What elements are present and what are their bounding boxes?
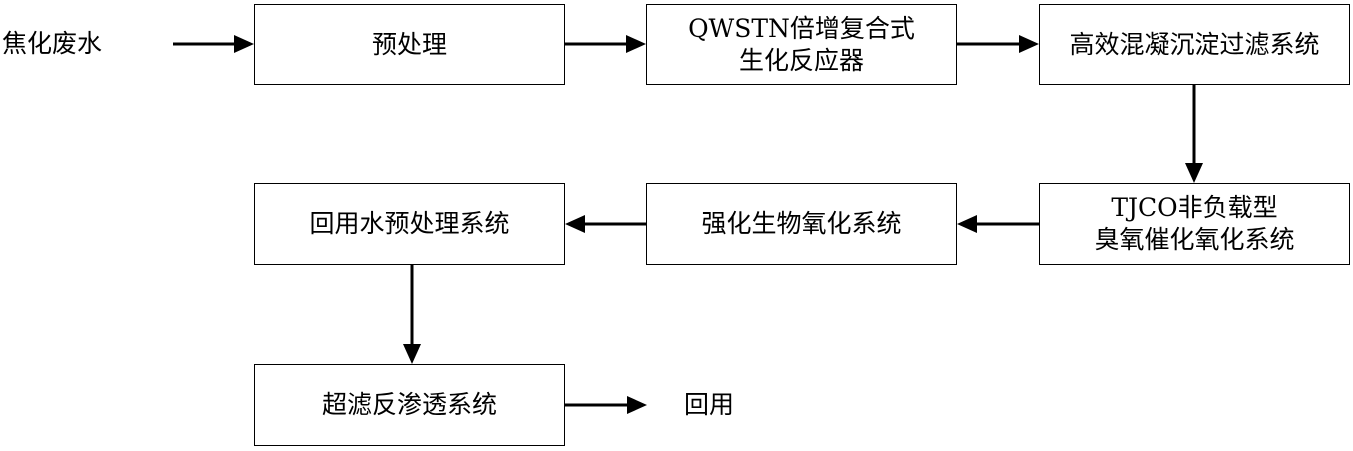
qwstn-reactor-label-line2: 生化反应器 <box>738 45 864 75</box>
uf-ro-label: 超滤反渗透系统 <box>321 390 497 419</box>
tjco-ozone-oxidation-box: TJCO非负载型 臭氧催化氧化系统 <box>1039 183 1350 265</box>
pretreatment-box: 预处理 <box>254 4 565 85</box>
arrow-bio-to-reuse-pretreatment <box>565 215 646 233</box>
uf-ro-box: 超滤反渗透系统 <box>254 364 565 446</box>
arrow-coagulation-to-tjco <box>1185 85 1203 183</box>
coagulation-filtration-box: 高效混凝沉淀过滤系统 <box>1039 4 1350 85</box>
tjco-label-line1: TJCO非负载型 <box>1111 193 1278 222</box>
bio-oxidation-label: 强化生物氧化系统 <box>701 209 902 238</box>
qwstn-reactor-label-line1: QWSTN倍增复合式 <box>688 13 915 43</box>
arrow-qwstn-to-coagulation <box>957 35 1039 53</box>
arrow-input-to-pretreatment <box>173 35 254 53</box>
arrow-reuse-pretreatment-to-uf-ro <box>403 265 421 364</box>
coagulation-filtration-label: 高效混凝沉淀过滤系统 <box>1069 29 1320 59</box>
reuse-pretreatment-label: 回用水预处理系统 <box>309 209 510 238</box>
pretreatment-label: 预处理 <box>371 29 447 59</box>
qwstn-reactor-box: QWSTN倍增复合式 生化反应器 <box>646 4 957 85</box>
bio-oxidation-box: 强化生物氧化系统 <box>646 183 957 265</box>
reuse-pretreatment-box: 回用水预处理系统 <box>254 183 565 265</box>
arrow-uf-ro-to-reuse <box>565 396 647 414</box>
arrow-pretreatment-to-qwstn <box>565 35 646 53</box>
output-label-reuse: 回用 <box>684 390 735 419</box>
arrow-tjco-to-bio <box>957 215 1039 233</box>
tjco-label-line2: 臭氧催化氧化系统 <box>1094 225 1295 254</box>
input-label-coking-wastewater: 焦化废水 <box>2 29 103 58</box>
